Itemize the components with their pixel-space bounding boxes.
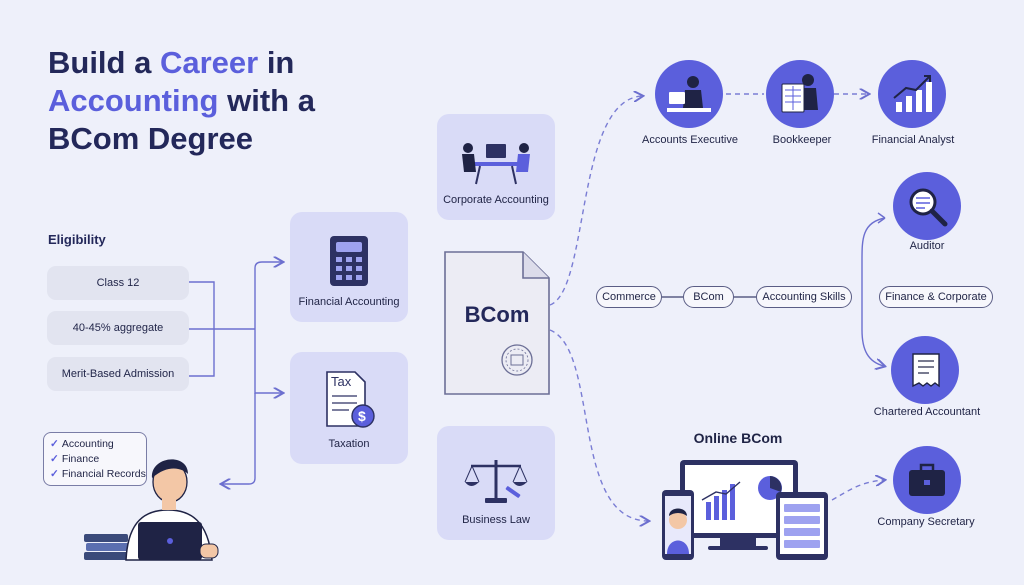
student-laptop-icon <box>84 459 219 561</box>
subject-business-law: Business Law <box>437 426 555 540</box>
subject-taxation: Tax $ Taxation <box>290 352 408 464</box>
checklist-item: ✓Finance <box>50 453 100 465</box>
check-icon: ✓ <box>50 453 59 465</box>
subject-label: Financial Accounting <box>298 296 400 308</box>
briefcase-icon <box>909 463 945 496</box>
bcom-label: BCom <box>464 302 530 327</box>
eligibility-item-aggregate: 40-45% aggregate <box>47 311 189 345</box>
role-accounts-executive-circle <box>655 60 723 128</box>
checklist-item: ✓Financial Records <box>50 468 146 480</box>
chip-commerce: Commerce <box>596 286 662 308</box>
subject-corporate-accounting: Corporate Accounting <box>437 114 555 220</box>
page-title: Build a Career in Accounting with a BCom… <box>48 45 315 156</box>
subject-label: Corporate Accounting <box>443 194 549 206</box>
subject-label: Taxation <box>328 438 370 450</box>
role-auditor: Auditor <box>909 240 945 252</box>
desk-worker-icon <box>667 76 711 112</box>
role-chartered-accountant: Chartered Accountant <box>873 406 981 418</box>
role-chartered-accountant-circle <box>891 336 959 404</box>
role-financial-analyst-circle <box>878 60 946 128</box>
subject-financial-accounting: Financial Accounting <box>290 212 408 322</box>
check-icon: ✓ <box>50 468 59 480</box>
subject-label: Business Law <box>462 514 530 526</box>
bcom-document-icon <box>444 251 550 395</box>
tax-document-icon: Tax $ <box>326 371 375 428</box>
role-bookkeeper: Bookkeeper <box>772 134 832 146</box>
scroll-receipt-icon <box>912 353 940 388</box>
eligibility-heading: Eligibility <box>48 232 106 247</box>
svg-text:$: $ <box>358 408 366 424</box>
growth-chart-icon <box>893 75 932 112</box>
role-company-secretary: Company Secretary <box>877 516 975 528</box>
scales-of-justice-icon <box>464 460 528 503</box>
eligibility-item-merit: Merit-Based Admission <box>47 357 189 391</box>
svg-text:Tax: Tax <box>331 374 352 389</box>
role-company-secretary-circle <box>893 446 961 514</box>
calculator-icon <box>330 236 368 286</box>
magnifier-icon <box>909 188 948 227</box>
chip-accounting-skills: Accounting Skills <box>756 286 852 308</box>
skills-checklist: ✓Accounting ✓Finance ✓Financial Records <box>43 432 147 486</box>
role-auditor-circle <box>893 172 961 240</box>
checklist-item: ✓Accounting <box>50 438 114 450</box>
online-devices-icon <box>662 460 828 560</box>
chip-bcom: BCom <box>683 286 734 308</box>
check-icon: ✓ <box>50 438 59 450</box>
role-financial-analyst: Financial Analyst <box>871 134 955 146</box>
role-bookkeeper-circle <box>766 60 834 128</box>
meeting-icon <box>462 143 530 185</box>
chip-finance-corporate: Finance & Corporate <box>879 286 993 308</box>
ledger-person-icon <box>781 74 818 113</box>
online-bcom-title: Online BCom <box>693 430 783 446</box>
role-accounts-executive: Accounts Executive <box>642 134 738 146</box>
eligibility-item-class-12: Class 12 <box>47 266 189 300</box>
